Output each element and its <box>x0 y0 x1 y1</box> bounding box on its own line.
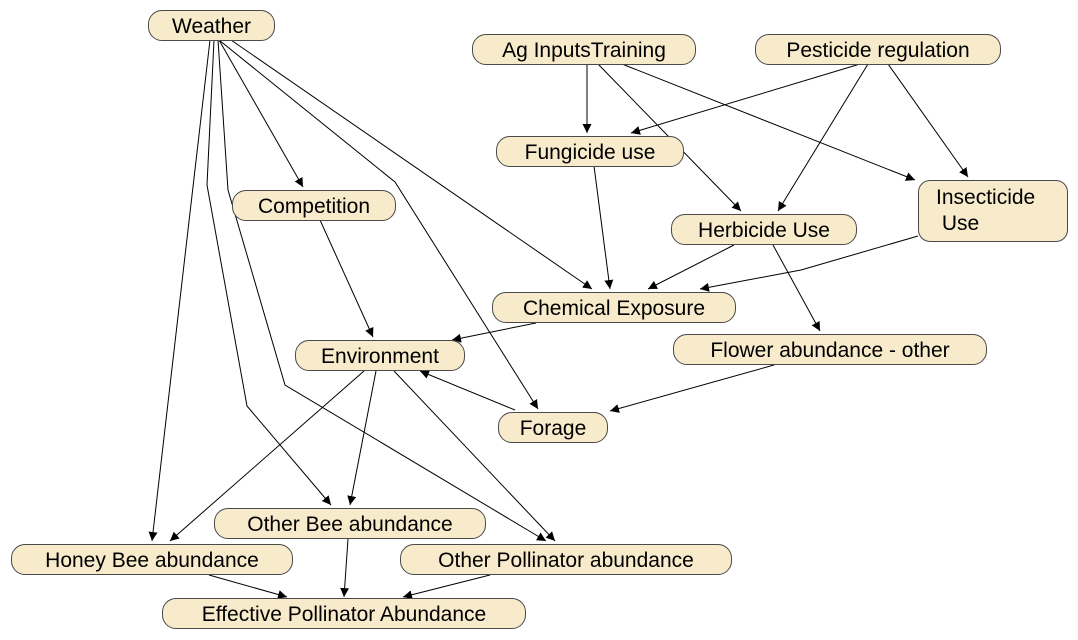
node-label: Competition <box>257 195 371 218</box>
node-weather[interactable]: Weather <box>148 10 275 41</box>
edge-chemical-to-environment <box>451 322 537 343</box>
node-other-pollinator-abundance[interactable]: Other Pollinator abundance <box>400 544 732 575</box>
node-label: Pesticide regulation <box>786 39 970 62</box>
edge-environment-to-honey-bee <box>169 370 365 542</box>
edge-other-pollinator-to-effective <box>402 574 491 600</box>
node-label: Flower abundance - other <box>710 339 950 362</box>
node-label: Forage <box>519 417 587 440</box>
edge-herbicide-to-chemical <box>647 244 735 290</box>
edge-fungicide-to-chemical <box>593 165 614 290</box>
node-label: Environment <box>321 345 439 368</box>
node-label: Honey Bee abundance <box>45 549 259 572</box>
node-effective-pollinator-abundance[interactable]: Effective Pollinator Abundance <box>162 598 526 629</box>
edge-flower-to-forage <box>609 364 775 413</box>
node-label: Insecticide Use <box>936 186 1036 235</box>
edge-weather-to-honey-bee <box>148 39 211 542</box>
node-competition[interactable]: Competition <box>232 190 396 221</box>
node-pesticide-regulation[interactable]: Pesticide regulation <box>755 34 1001 65</box>
node-label: Chemical Exposure <box>522 297 706 320</box>
edge-environment-to-other-pollinator <box>393 370 556 542</box>
edge-pesticide-reg-to-fungicide <box>630 63 861 135</box>
node-label: Other Bee abundance <box>247 513 453 536</box>
edge-pesticide-reg-to-insecticide <box>887 63 969 178</box>
edge-environment-to-other-bee <box>347 370 377 506</box>
node-flower-abundance-other[interactable]: Flower abundance - other <box>673 334 987 365</box>
edge-weather-to-other-pollinator <box>217 39 547 542</box>
edge-herbicide-to-flower <box>772 244 821 332</box>
node-environment[interactable]: Environment <box>295 340 465 371</box>
edge-pesticide-reg-to-herbicide <box>777 63 869 212</box>
edge-honey-bee-to-effective <box>208 574 288 599</box>
node-insecticide-use[interactable]: Insecticide Use <box>918 180 1068 242</box>
node-honey-bee-abundance[interactable]: Honey Bee abundance <box>11 544 293 575</box>
node-label: Herbicide Use <box>698 219 830 242</box>
edge-weather-to-forage <box>218 39 539 410</box>
node-ag-inputs-training[interactable]: Ag InputsTraining <box>472 34 696 65</box>
edge-other-bee-to-effective <box>340 538 350 598</box>
node-forage[interactable]: Forage <box>498 412 608 443</box>
node-chemical-exposure[interactable]: Chemical Exposure <box>492 292 736 323</box>
node-other-bee-abundance[interactable]: Other Bee abundance <box>214 508 486 539</box>
node-fungicide-use[interactable]: Fungicide use <box>496 136 684 167</box>
edge-weather-to-other-bee <box>206 39 332 506</box>
node-label: Ag InputsTraining <box>502 39 666 62</box>
node-label: Fungicide use <box>524 141 656 164</box>
edge-weather-to-chemical <box>230 39 593 290</box>
node-label: Effective Pollinator Abundance <box>201 603 487 626</box>
edge-forage-to-environment <box>419 370 516 411</box>
node-herbicide-use[interactable]: Herbicide Use <box>671 214 857 245</box>
edge-competition-to-environment <box>319 219 374 338</box>
edge-insecticide-to-chemical <box>699 235 919 292</box>
node-label: Weather <box>172 15 251 38</box>
node-label: Other Pollinator abundance <box>438 549 694 572</box>
edge-ag-inputs-to-insecticide <box>621 63 916 181</box>
edge-weather-to-competition <box>218 39 304 188</box>
